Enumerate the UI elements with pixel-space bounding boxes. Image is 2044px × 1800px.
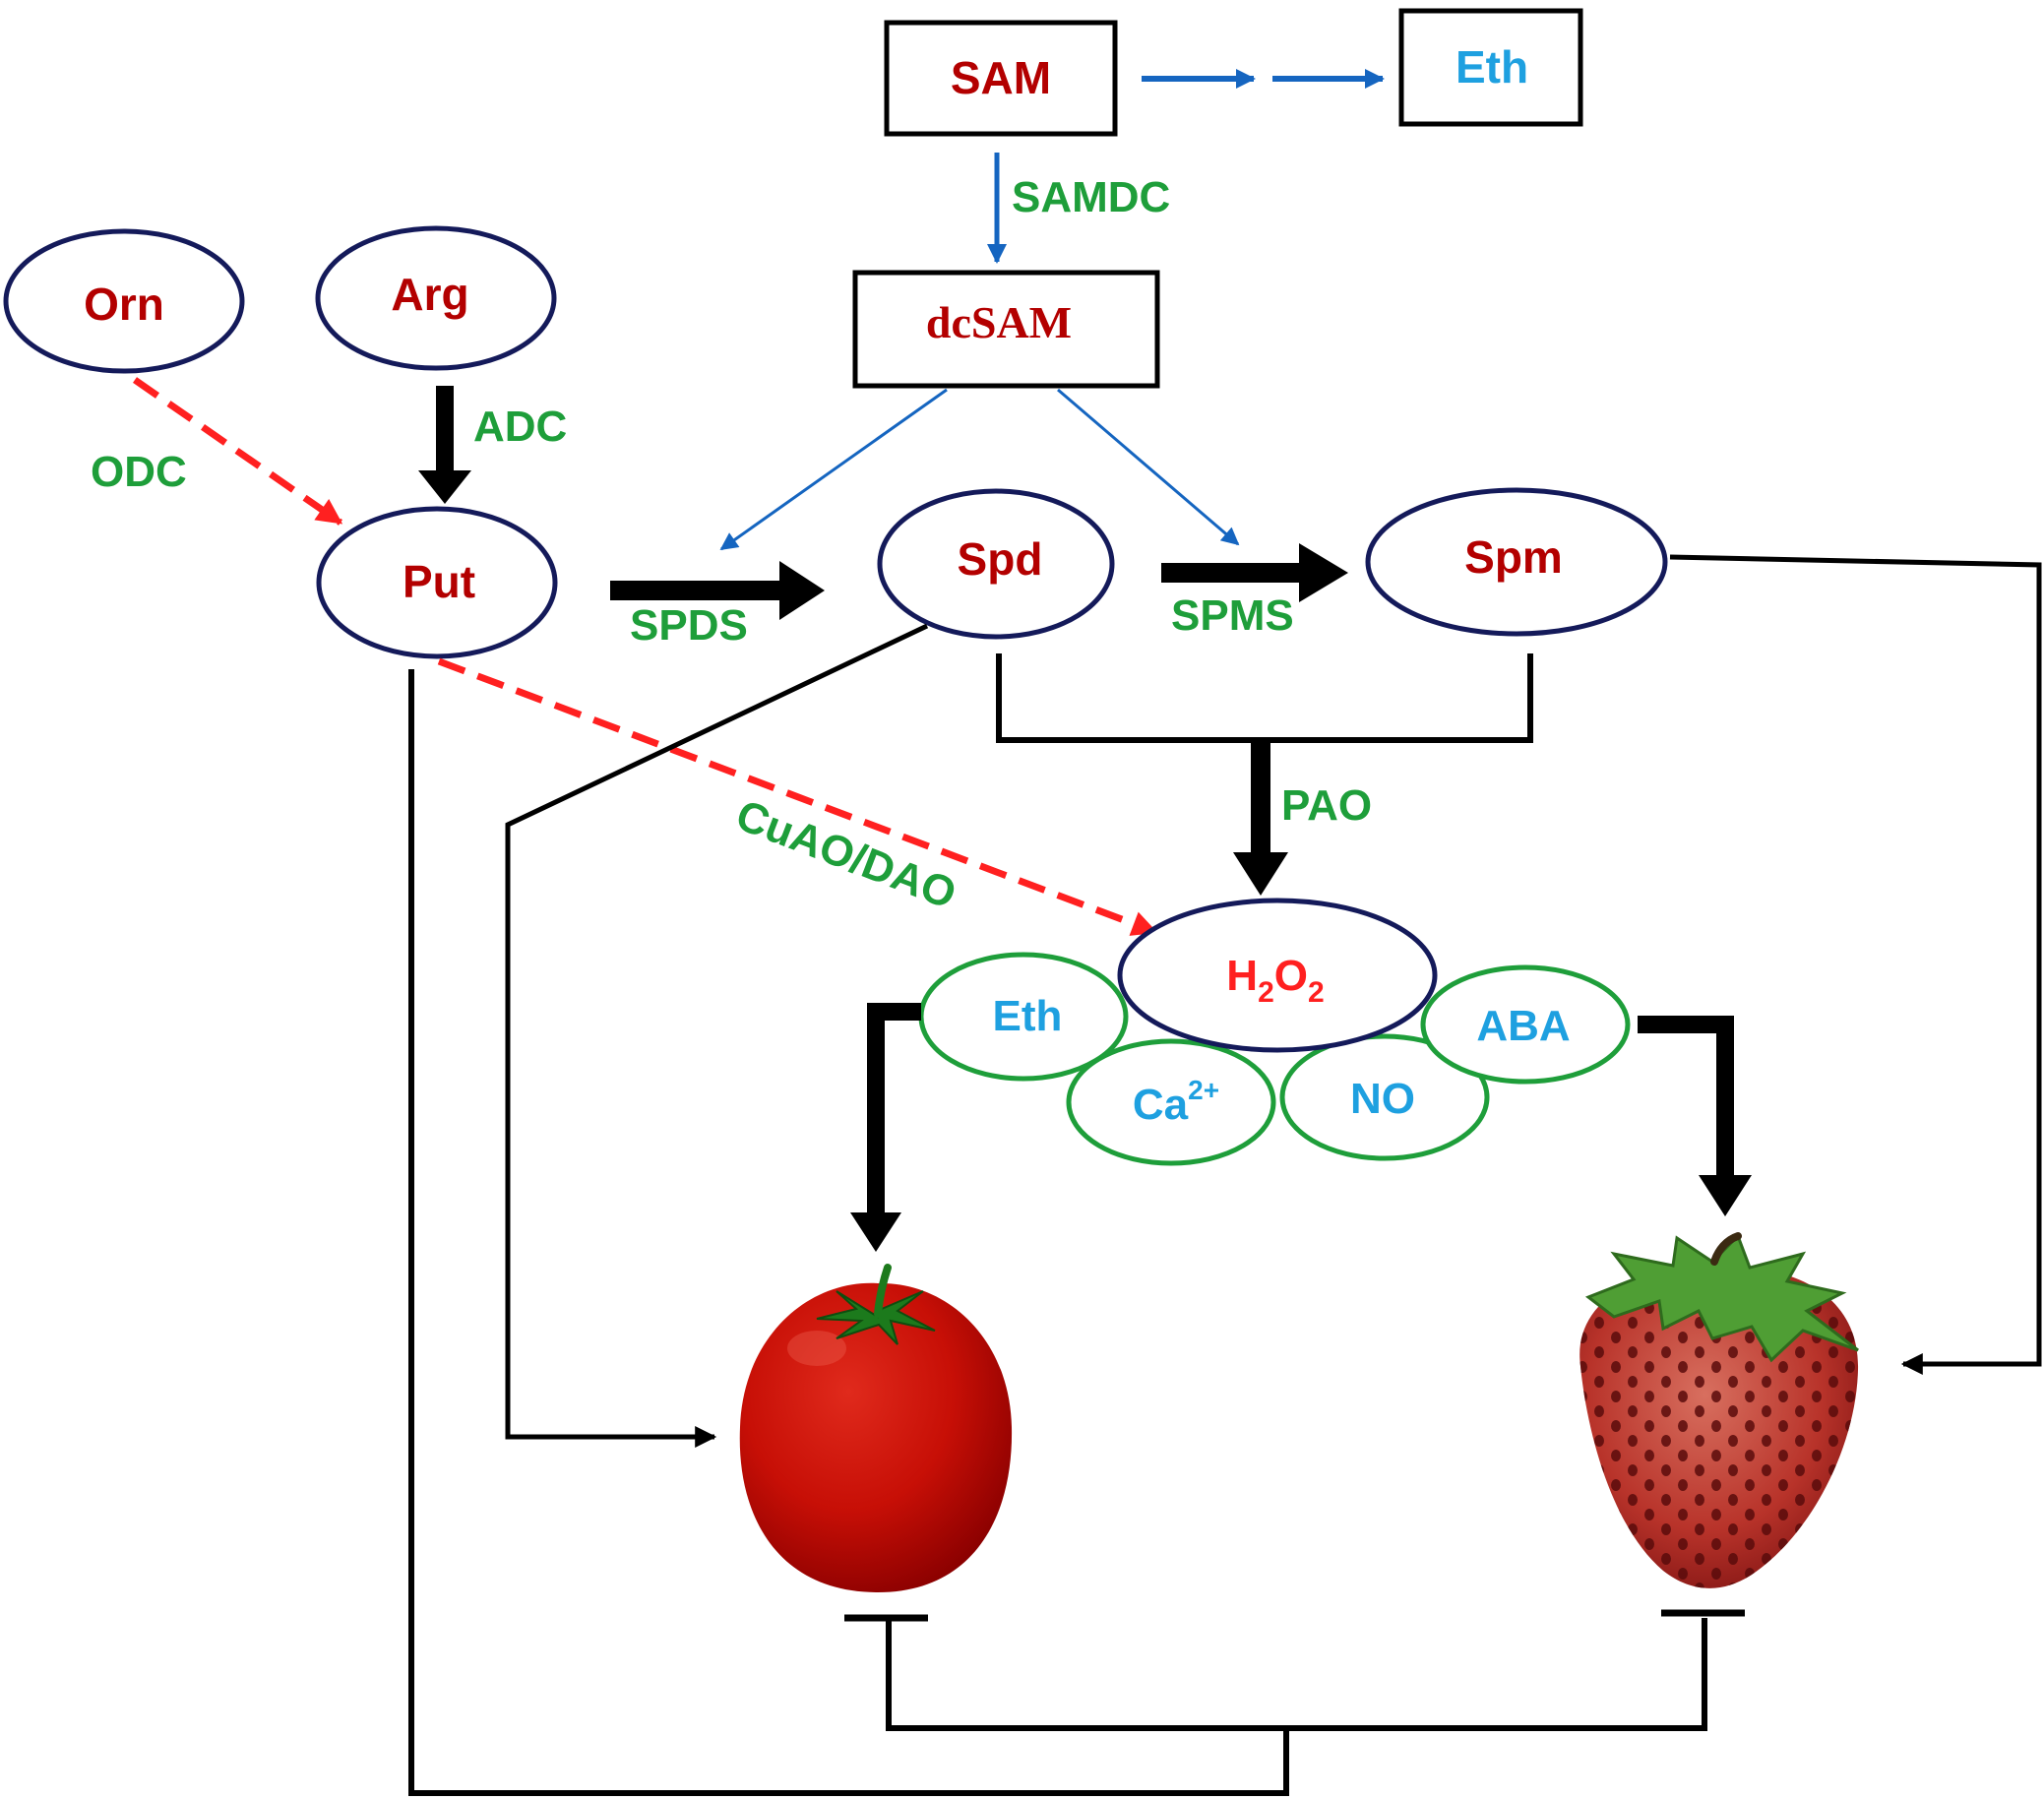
- spd-tomato-line: [505, 623, 929, 1448]
- no-signal-node: [1279, 1033, 1490, 1161]
- put-spd-arrowhead: [779, 561, 825, 620]
- put-node: [316, 506, 558, 659]
- signal-tomato-line: [867, 1003, 921, 1214]
- spds-label: SPDS: [630, 601, 748, 650]
- adc-label: ADC: [473, 403, 567, 451]
- eth-box: [1398, 8, 1583, 127]
- tomato-icon: [739, 1264, 1013, 1592]
- arg-label: Arg: [391, 269, 468, 320]
- dcsam-spm-arrow: [1057, 388, 1240, 546]
- orn-node: [3, 228, 245, 374]
- spms-label: SPMS: [1171, 591, 1294, 640]
- h2o2-node: [1117, 898, 1438, 1053]
- strawberry-icon: [1579, 1232, 1859, 1588]
- ca-signal-label: Ca2+: [1133, 1075, 1219, 1129]
- eth-signal-label: Eth: [993, 992, 1063, 1040]
- samdc-label: SAMDC: [1012, 173, 1170, 221]
- odc-label: ODC: [91, 448, 187, 496]
- signal-tomato-arrowhead: [850, 1212, 901, 1252]
- cuao-label: CuAO/DAO: [729, 791, 962, 919]
- put-inhibition-line: [408, 669, 1289, 1796]
- pao-arrowhead: [1233, 852, 1288, 896]
- pao-label: PAO: [1281, 781, 1372, 830]
- orn-put-arrow: [133, 377, 343, 526]
- signal-strawberry-arrowhead: [1699, 1175, 1752, 1216]
- sam-box: [884, 20, 1118, 137]
- eth-top-label: Eth: [1456, 41, 1528, 93]
- aba-signal-label: ABA: [1476, 1002, 1570, 1050]
- spm-strawberry-line: [1669, 554, 2042, 1375]
- spd-spm-arrowhead: [1299, 543, 1348, 602]
- put-label: Put: [403, 556, 475, 607]
- sam-label: SAM: [951, 52, 1051, 103]
- dcsam-spd-arrow: [719, 388, 948, 551]
- put-h2o2-arrow: [437, 657, 1158, 936]
- arg-node: [315, 225, 557, 371]
- h2o2-label: H2O2: [1226, 952, 1324, 1009]
- spd-node: [877, 488, 1115, 640]
- aba-signal-node: [1420, 964, 1631, 1085]
- dcsam-box: [852, 270, 1160, 389]
- no-signal-label: NO: [1350, 1075, 1415, 1123]
- spd-spm-bracket: [996, 653, 1533, 743]
- spd-label: Spd: [958, 533, 1043, 585]
- ca-signal-node: [1066, 1038, 1276, 1166]
- orn-label: Orn: [84, 279, 164, 330]
- spm-node: [1365, 487, 1668, 637]
- signal-strawberry-line: [1638, 1016, 1734, 1177]
- arg-put-arrowhead: [418, 470, 471, 504]
- spm-label: Spm: [1464, 531, 1563, 583]
- inhibition-bracket: [886, 1618, 1707, 1731]
- dcsam-label: dcSAM: [926, 297, 1072, 347]
